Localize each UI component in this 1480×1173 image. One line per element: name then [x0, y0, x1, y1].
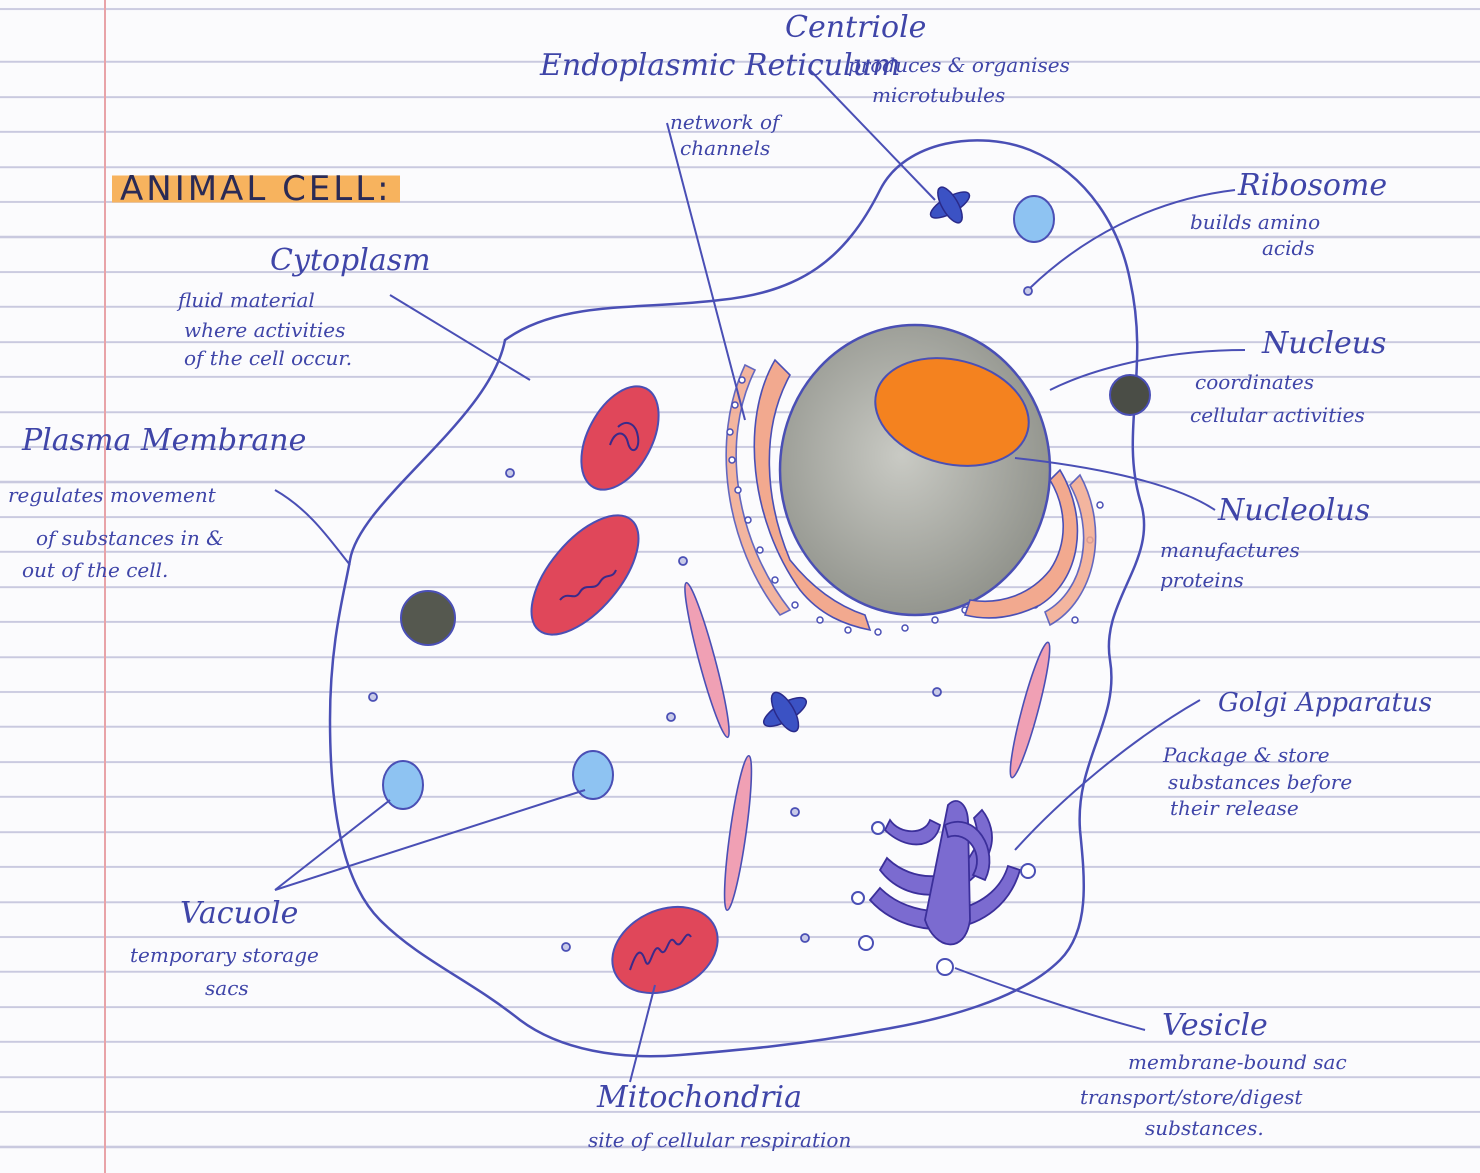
desc-er-1: network of	[670, 112, 779, 133]
label-cytoplasm: Cytoplasm	[270, 245, 431, 277]
desc-centriole-1: produces & organises	[848, 55, 1070, 76]
desc-vacuole-1: temporary storage	[130, 945, 319, 966]
desc-golgi-2: substances before	[1168, 772, 1352, 793]
label-vesicle: Vesicle	[1162, 1010, 1268, 1042]
desc-nucleus-1: coordinates	[1195, 372, 1314, 393]
desc-cytoplasm-2: where activities	[184, 320, 345, 341]
desc-plasma-membrane-1: regulates movement	[8, 485, 216, 506]
desc-vacuole-2: sacs	[205, 978, 249, 999]
desc-ribosome-1: builds amino	[1190, 212, 1320, 233]
desc-vesicle-3: substances.	[1145, 1118, 1264, 1139]
centriole-center	[760, 688, 811, 735]
diagram-title: ANIMAL CELL:	[112, 172, 400, 208]
desc-ribosome-2: acids	[1262, 238, 1315, 259]
mitochondria-cristae	[560, 423, 691, 970]
desc-centriole-2: microtubules	[872, 85, 1005, 106]
desc-nucleolus-2: proteins	[1160, 570, 1244, 591]
label-endoplasmic-reticulum: Endoplasmic Reticulum	[540, 50, 900, 82]
label-ribosome: Ribosome	[1238, 170, 1387, 202]
desc-cytoplasm-3: of the cell occur.	[184, 348, 352, 369]
desc-vesicle-2: transport/store/digest	[1080, 1087, 1302, 1108]
microtubule-rods	[679, 581, 1056, 912]
mitochondria	[512, 374, 732, 1010]
desc-golgi-1: Package & store	[1163, 745, 1330, 766]
label-nucleus: Nucleus	[1262, 328, 1386, 360]
desc-plasma-membrane-3: out of the cell.	[22, 560, 168, 581]
label-nucleolus: Nucleolus	[1218, 495, 1370, 527]
lysosome-right	[1110, 375, 1150, 415]
label-plasma-membrane: Plasma Membrane	[22, 425, 306, 457]
desc-er-2: channels	[680, 138, 770, 159]
label-centriole: Centriole	[785, 12, 926, 44]
desc-golgi-3: their release	[1170, 798, 1299, 819]
label-vacuole: Vacuole	[180, 898, 298, 930]
golgi-apparatus	[870, 801, 1020, 944]
desc-vesicle-1: membrane-bound sac	[1128, 1052, 1347, 1073]
desc-mitochondria-1: site of cellular respiration	[588, 1130, 851, 1151]
lysosome-left	[401, 591, 455, 645]
desc-nucleolus-1: manufactures	[1160, 540, 1300, 561]
desc-plasma-membrane-2: of substances in &	[36, 528, 224, 549]
desc-cytoplasm-1: fluid material	[178, 290, 315, 311]
label-golgi-apparatus: Golgi Apparatus	[1218, 690, 1432, 717]
centriole-top	[927, 184, 973, 227]
desc-nucleus-2: cellular activities	[1190, 405, 1365, 426]
label-mitochondria: Mitochondria	[597, 1082, 802, 1114]
